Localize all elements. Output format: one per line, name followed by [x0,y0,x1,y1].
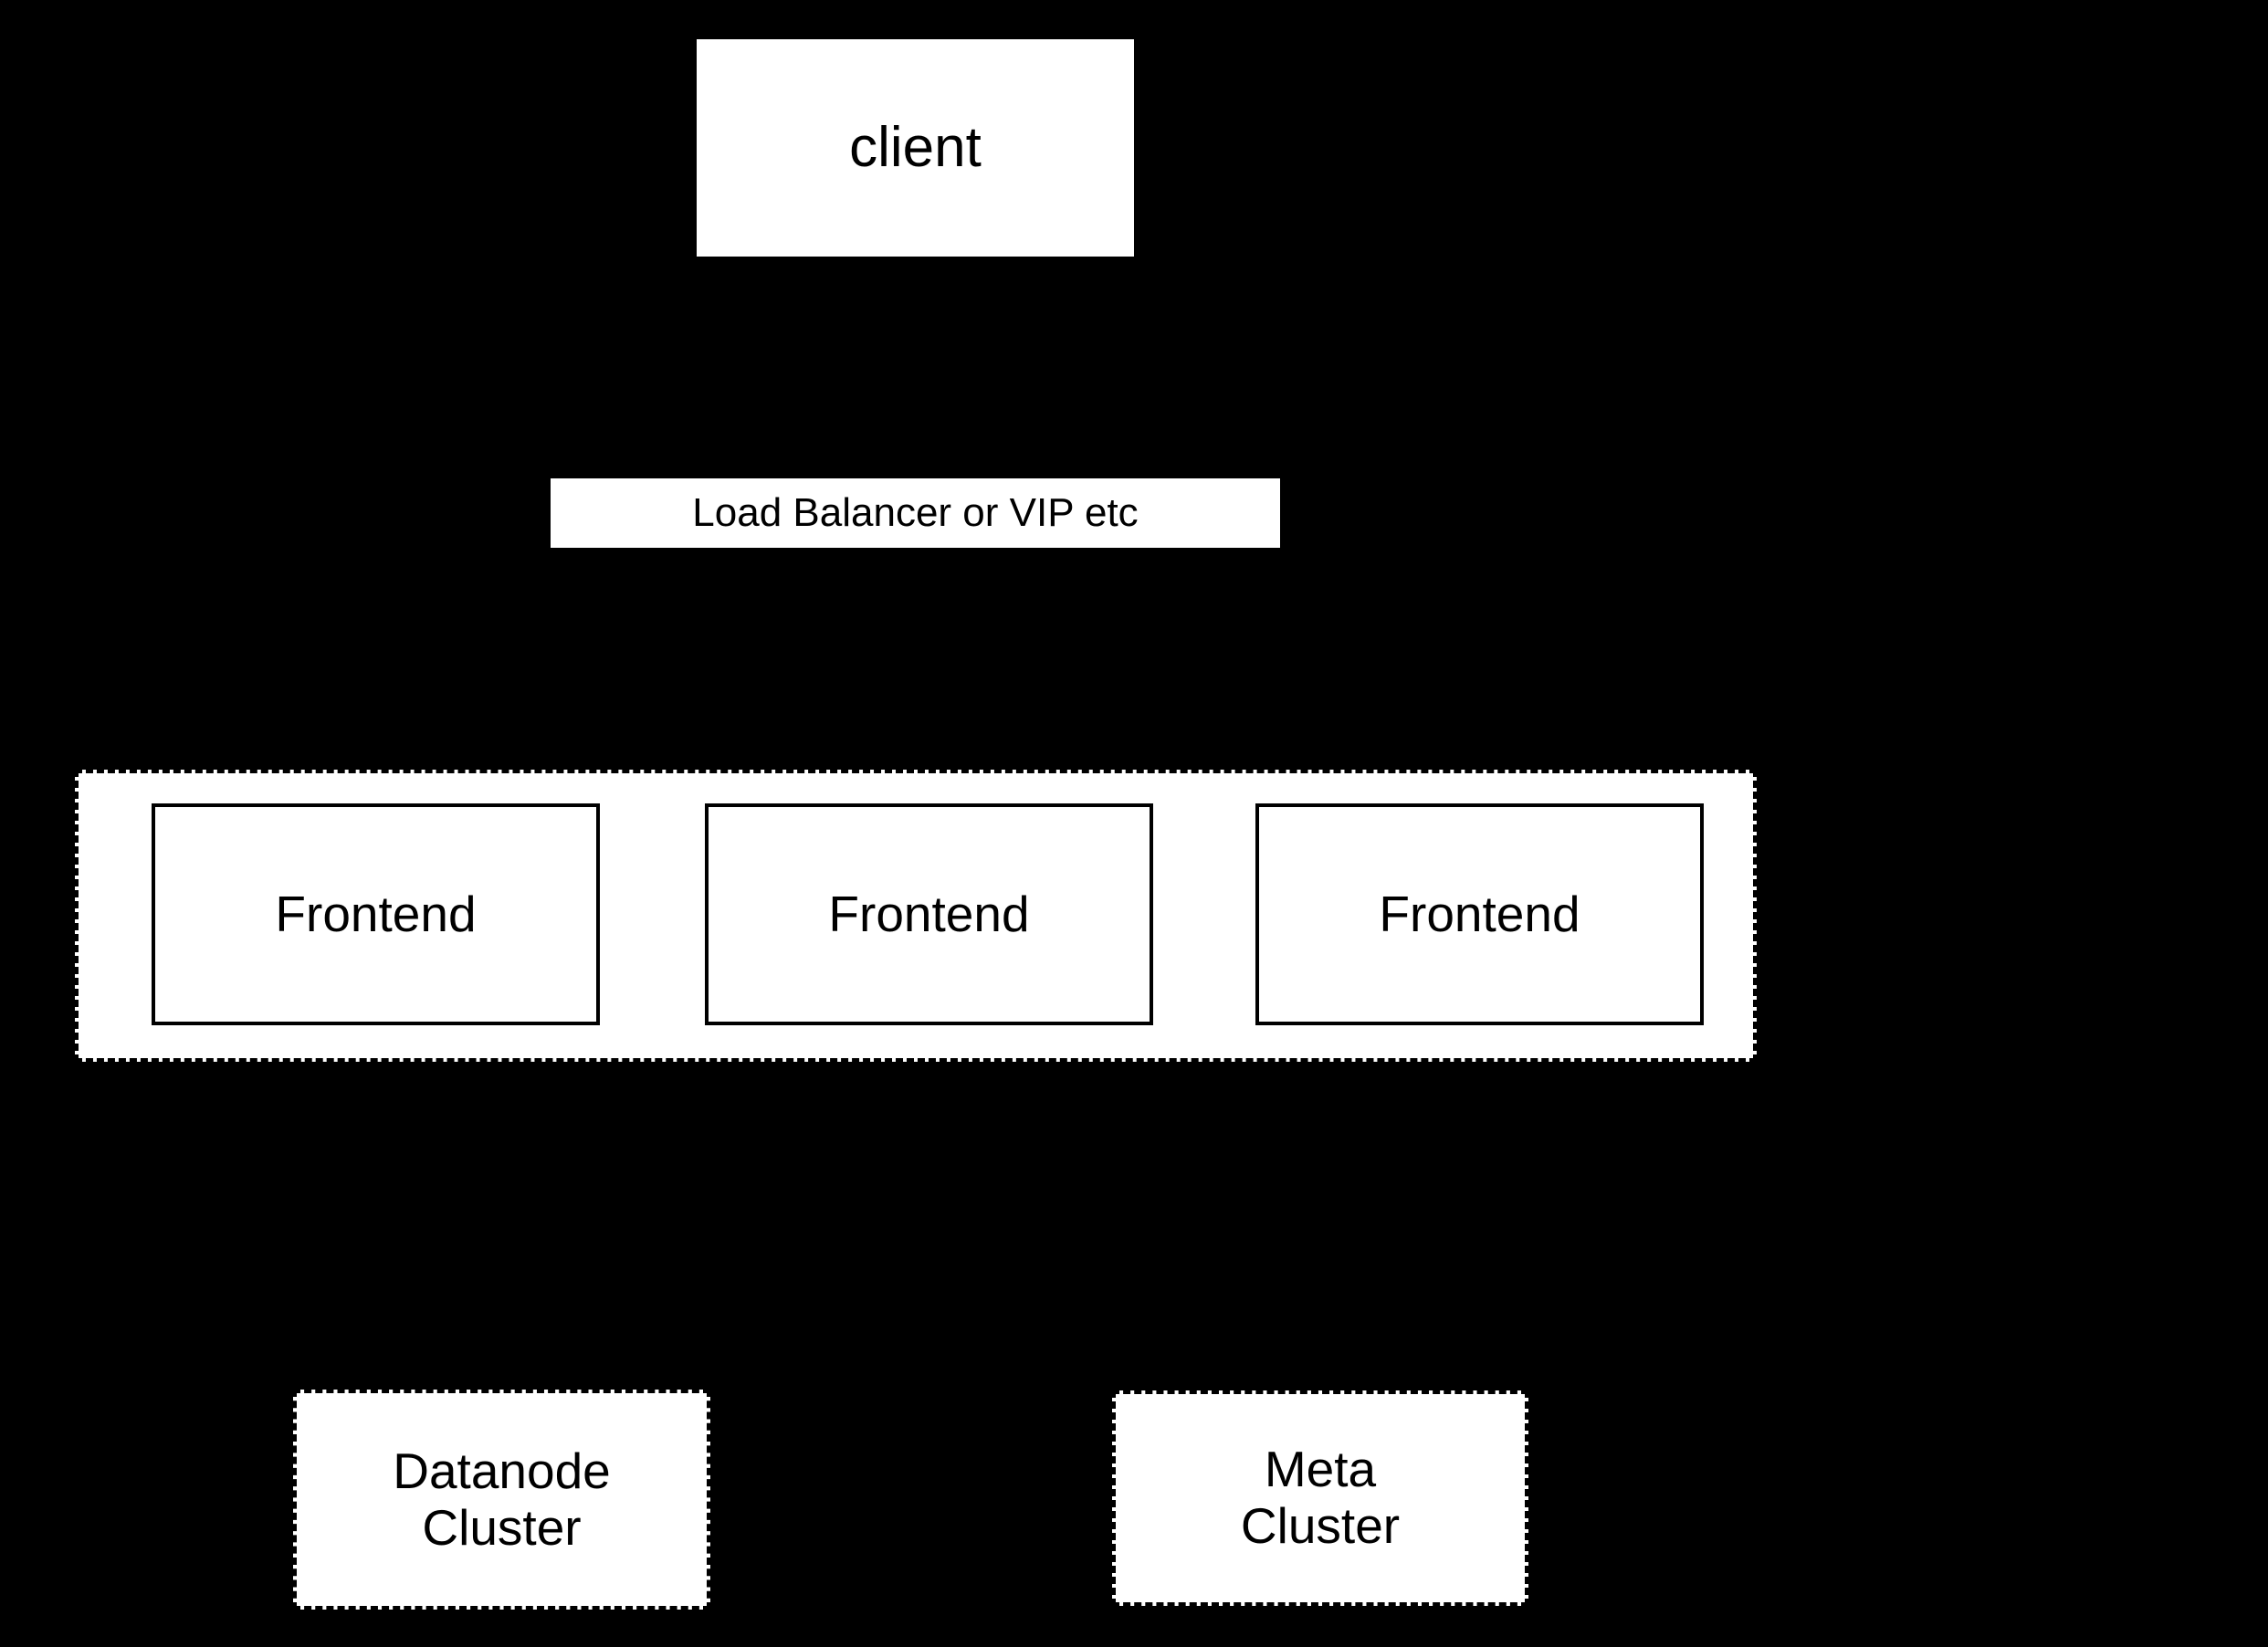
node-meta-cluster[interactable]: Meta Cluster [1112,1390,1528,1606]
node-load-balancer[interactable]: Load Balancer or VIP etc [551,478,1280,548]
group-frontend-cluster[interactable]: Frontend Frontend Frontend [75,770,1757,1062]
node-client-label: client [849,116,982,180]
node-frontend-2-label: Frontend [828,885,1030,942]
node-datanode-cluster[interactable]: Datanode Cluster [293,1390,710,1610]
node-frontend-1-label: Frontend [275,885,477,942]
node-datanode-cluster-label: Datanode Cluster [393,1442,611,1556]
node-frontend-3-label: Frontend [1379,885,1580,942]
node-frontend-3[interactable]: Frontend [1255,803,1704,1025]
node-frontend-1[interactable]: Frontend [152,803,600,1025]
node-load-balancer-label: Load Balancer or VIP etc [692,490,1139,536]
node-meta-cluster-label: Meta Cluster [1240,1441,1401,1554]
node-frontend-2[interactable]: Frontend [705,803,1153,1025]
node-client[interactable]: client [697,39,1134,257]
